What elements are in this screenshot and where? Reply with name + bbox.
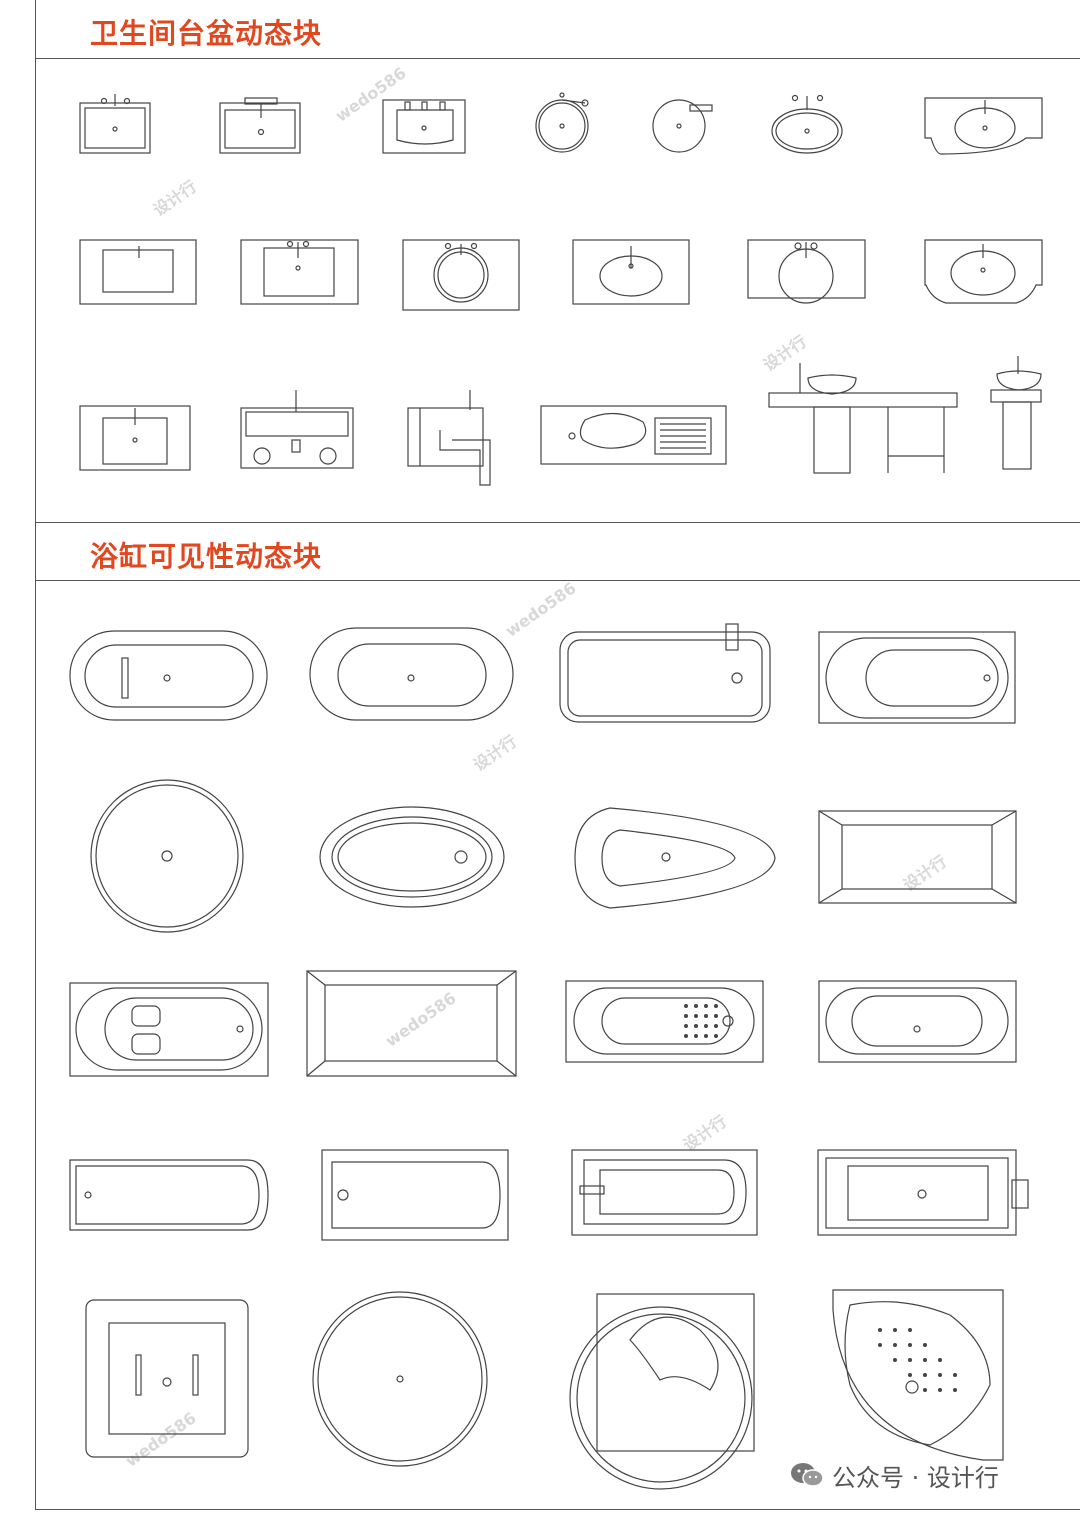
divider-middle-bottom [35,580,1080,581]
sink-plan-12 [747,239,866,304]
sink-plan-7 [924,97,1043,155]
bathtub-plan-7 [574,807,776,909]
divider-top [35,58,1080,59]
sink-plan-13 [924,239,1043,304]
sink-plan-11 [572,239,690,305]
bathtub-plan-12 [818,980,1017,1063]
sink-plan-10 [402,239,520,311]
sink-plan-9 [240,239,359,305]
bathtub-plan-3 [559,623,771,723]
bathtub-plan-8 [818,810,1017,904]
bathtub-plan-10 [306,970,517,1077]
sink-plan-3 [382,99,466,154]
bathtub-plan-13 [69,1159,269,1231]
bathtub-plan-15 [571,1149,758,1236]
section-title-sinks: 卫生间台盆动态块 [90,17,323,50]
sink-plan-8 [79,239,197,305]
sink-plan-14 [79,405,191,471]
footer-text: 公众号 · 设计行 [832,1463,999,1492]
bathtub-plan-6 [319,806,505,908]
bathtub-plan-4 [818,631,1016,724]
bathtub-plan-2 [309,627,514,721]
bathtub-plan-14 [321,1149,509,1241]
sink-plan-6 [771,94,843,154]
sink-elevation-1 [240,390,354,469]
footer-account: 公众号 · 设计行 [790,1458,999,1492]
bathtub-plan-5 [90,779,244,933]
bathtub-plan-18 [312,1291,488,1467]
divider-middle-top [35,522,1080,523]
bathtub-plan-17 [85,1299,249,1458]
bathtub-plan-9 [69,982,269,1077]
sink-elevation-3 [990,356,1042,470]
bathtub-plan-20 [832,1289,1004,1461]
sink-elevation-2 [768,363,958,474]
sink-section-1 [407,390,491,486]
bathtub-plan-16 [817,1149,1029,1236]
sink-plan-2 [219,97,301,154]
sink-plan-4 [535,92,589,153]
page-frame [35,0,1080,1510]
sink-plan-5 [652,99,713,153]
sink-plan-15 [540,405,727,465]
bathtub-plan-11 [565,980,764,1063]
sink-plan-1 [79,94,151,154]
bathtub-plan-19 [569,1293,755,1490]
wechat-icon [791,1463,824,1487]
bathtub-plan-1 [69,630,268,721]
section-title-bathtubs: 浴缸可见性动态块 [90,540,323,573]
